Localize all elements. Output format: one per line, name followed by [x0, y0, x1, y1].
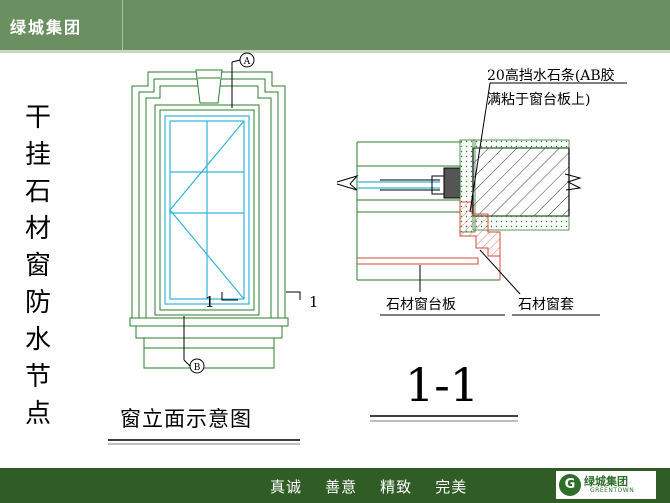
window-glazing: [164, 115, 250, 305]
section-markers: [183, 52, 301, 374]
logo-text-cn: 绿城集团: [584, 475, 628, 488]
window-elevation: [129, 69, 289, 369]
section-mark-left: 1: [205, 293, 215, 311]
marker-bottom-label: B: [194, 363, 201, 373]
title-char: 挂: [24, 140, 51, 170]
title-char: 材: [24, 214, 51, 244]
section-mark-right: 1: [309, 293, 319, 311]
marker-top-label: A: [243, 57, 251, 67]
section-title: 1-1: [405, 358, 480, 412]
company-name: 绿城集团: [10, 18, 83, 37]
footer-slogan: 真诚 善意 精致 完美: [270, 478, 468, 496]
label-stone-sill: 石材窗台板: [386, 296, 456, 313]
elevation-caption: 窗立面示意图: [120, 407, 252, 431]
vertical-title: 干 挂 石 材 窗 防 水 节 点: [18, 100, 58, 433]
section-detail: [336, 82, 627, 316]
header-divider: [0, 50, 670, 53]
title-char: 窗: [24, 251, 51, 281]
logo-text-en: GREENTOWN: [590, 487, 635, 494]
header-bar: 绿城集团: [0, 0, 670, 50]
header-tab: 绿城集团: [0, 0, 123, 50]
title-char: 干: [24, 103, 51, 133]
title-char: 防: [24, 288, 51, 318]
title-char: 点: [24, 399, 51, 429]
label-stone-surround: 石材窗套: [518, 296, 574, 313]
company-logo: G 绿城集团 GREENTOWN: [556, 471, 656, 499]
title-char: 石: [24, 177, 51, 207]
section-note-line1: 20高挡水石条(AB胶: [487, 67, 615, 84]
title-char: 水: [24, 325, 51, 355]
logo-icon: G: [559, 474, 581, 496]
section-note-line2: 满粘于窗台板上): [487, 91, 590, 108]
title-char: 节: [24, 362, 51, 392]
